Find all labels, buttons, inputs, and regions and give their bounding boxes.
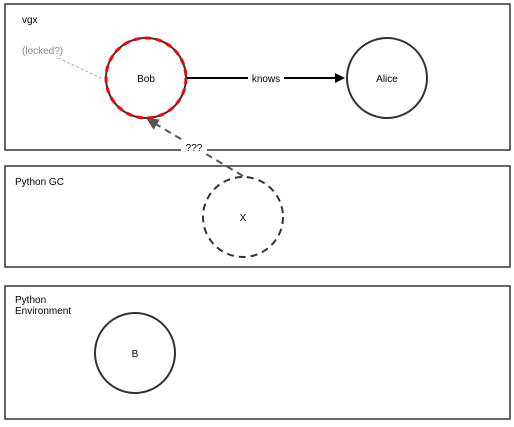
locked-connector: [57, 57, 104, 80]
edge-unknown-label-bg: [181, 141, 207, 154]
edge-knows-label: knows: [252, 74, 280, 85]
node-b[interactable]: [94, 312, 176, 394]
panel-python-gc-label: Python GC: [15, 177, 64, 188]
node-alice[interactable]: [346, 37, 428, 119]
locked-annotation: (locked?): [22, 46, 63, 57]
node-b-label: B: [132, 349, 139, 360]
node-x-label: X: [240, 213, 247, 224]
node-x[interactable]: [202, 176, 284, 258]
node-bob-lock-ring: [104, 36, 188, 120]
edge-knows-label-bg: [248, 71, 284, 85]
node-alice-label: Alice: [376, 74, 398, 85]
panel-python-environment-label-line1: Python: [15, 295, 46, 306]
panel-python-environment-label-line2: Environment: [15, 306, 71, 317]
node-bob-label: Bob: [137, 74, 155, 85]
panel-vgx-label: vgx: [22, 15, 38, 26]
edge-unknown-label: ???: [186, 143, 203, 154]
panel-python-environment: [4, 285, 511, 420]
